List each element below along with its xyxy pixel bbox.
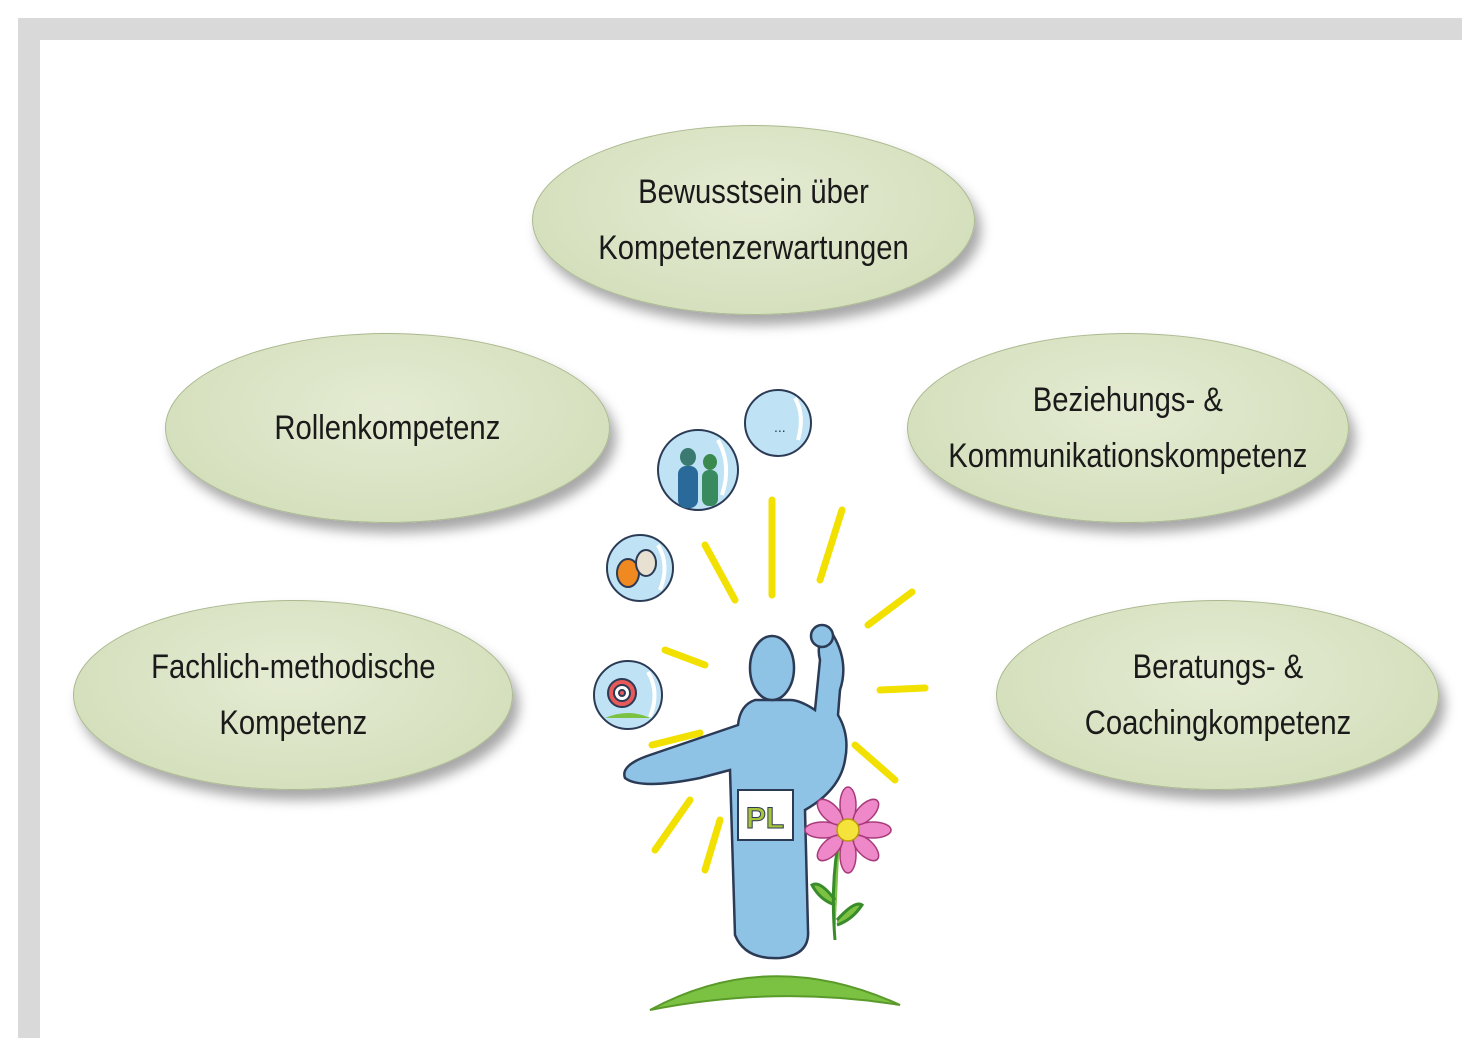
people-icon <box>678 448 718 508</box>
node-right-lower-line-2: Coachingkompetenz <box>1084 704 1351 742</box>
pl-badge <box>737 789 794 841</box>
frame-border-left <box>18 18 40 1038</box>
node-right-upper-line-2: Kommunikationskompetenz <box>948 437 1308 475</box>
flower-icon <box>804 786 892 941</box>
node-left-lower-line-2: Kompetenz <box>219 704 367 742</box>
node-right-upper-line-1: Beziehungs- & <box>1032 381 1224 419</box>
node-left-upper: Rollenkompetenz <box>165 333 610 523</box>
ellipsis-icon: ... <box>774 419 786 435</box>
node-right-lower-label: Beratungs- & Coachingkompetenz <box>1084 639 1351 751</box>
node-top: Bewusstsein über Kompetenzerwartungen <box>532 125 975 315</box>
node-left-lower-label: Fachlich-methodische Kompetenz <box>151 639 435 751</box>
bubble-target <box>593 660 663 730</box>
node-top-line-2: Kompetenzerwartungen <box>598 229 909 267</box>
juggling-figure-illustration: PL ... <box>593 389 929 1011</box>
node-top-label: Bewusstsein über Kompetenzerwartungen <box>598 164 908 276</box>
node-left-lower: Fachlich-methodische Kompetenz <box>73 600 513 790</box>
grass-hill <box>649 975 901 1011</box>
node-right-upper: Beziehungs- & Kommunikationskompetenz <box>907 333 1349 523</box>
node-left-upper-line-1: Rollenkompetenz <box>274 409 501 447</box>
badge-text: PL <box>746 802 784 835</box>
node-left-upper-label: Rollenkompetenz <box>275 400 501 456</box>
frame-border-top <box>18 18 1462 40</box>
theater-masks-icon <box>616 549 657 588</box>
bubble-masks <box>606 534 674 602</box>
diagram-canvas: PL ... <box>40 40 1462 1038</box>
light-rays <box>648 496 929 874</box>
node-top-line-1: Bewusstsein über <box>638 173 869 211</box>
bubble-ellipsis: ... <box>744 389 812 457</box>
node-right-lower: Beratungs- & Coachingkompetenz <box>996 600 1439 790</box>
node-right-upper-label: Beziehungs- & Kommunikationskompetenz <box>948 372 1307 484</box>
bubble-people <box>657 429 739 511</box>
figure-body <box>623 623 848 960</box>
target-icon <box>605 678 650 718</box>
node-right-lower-line-1: Beratungs- & <box>1132 648 1303 686</box>
node-left-lower-line-1: Fachlich-methodische <box>150 648 436 686</box>
